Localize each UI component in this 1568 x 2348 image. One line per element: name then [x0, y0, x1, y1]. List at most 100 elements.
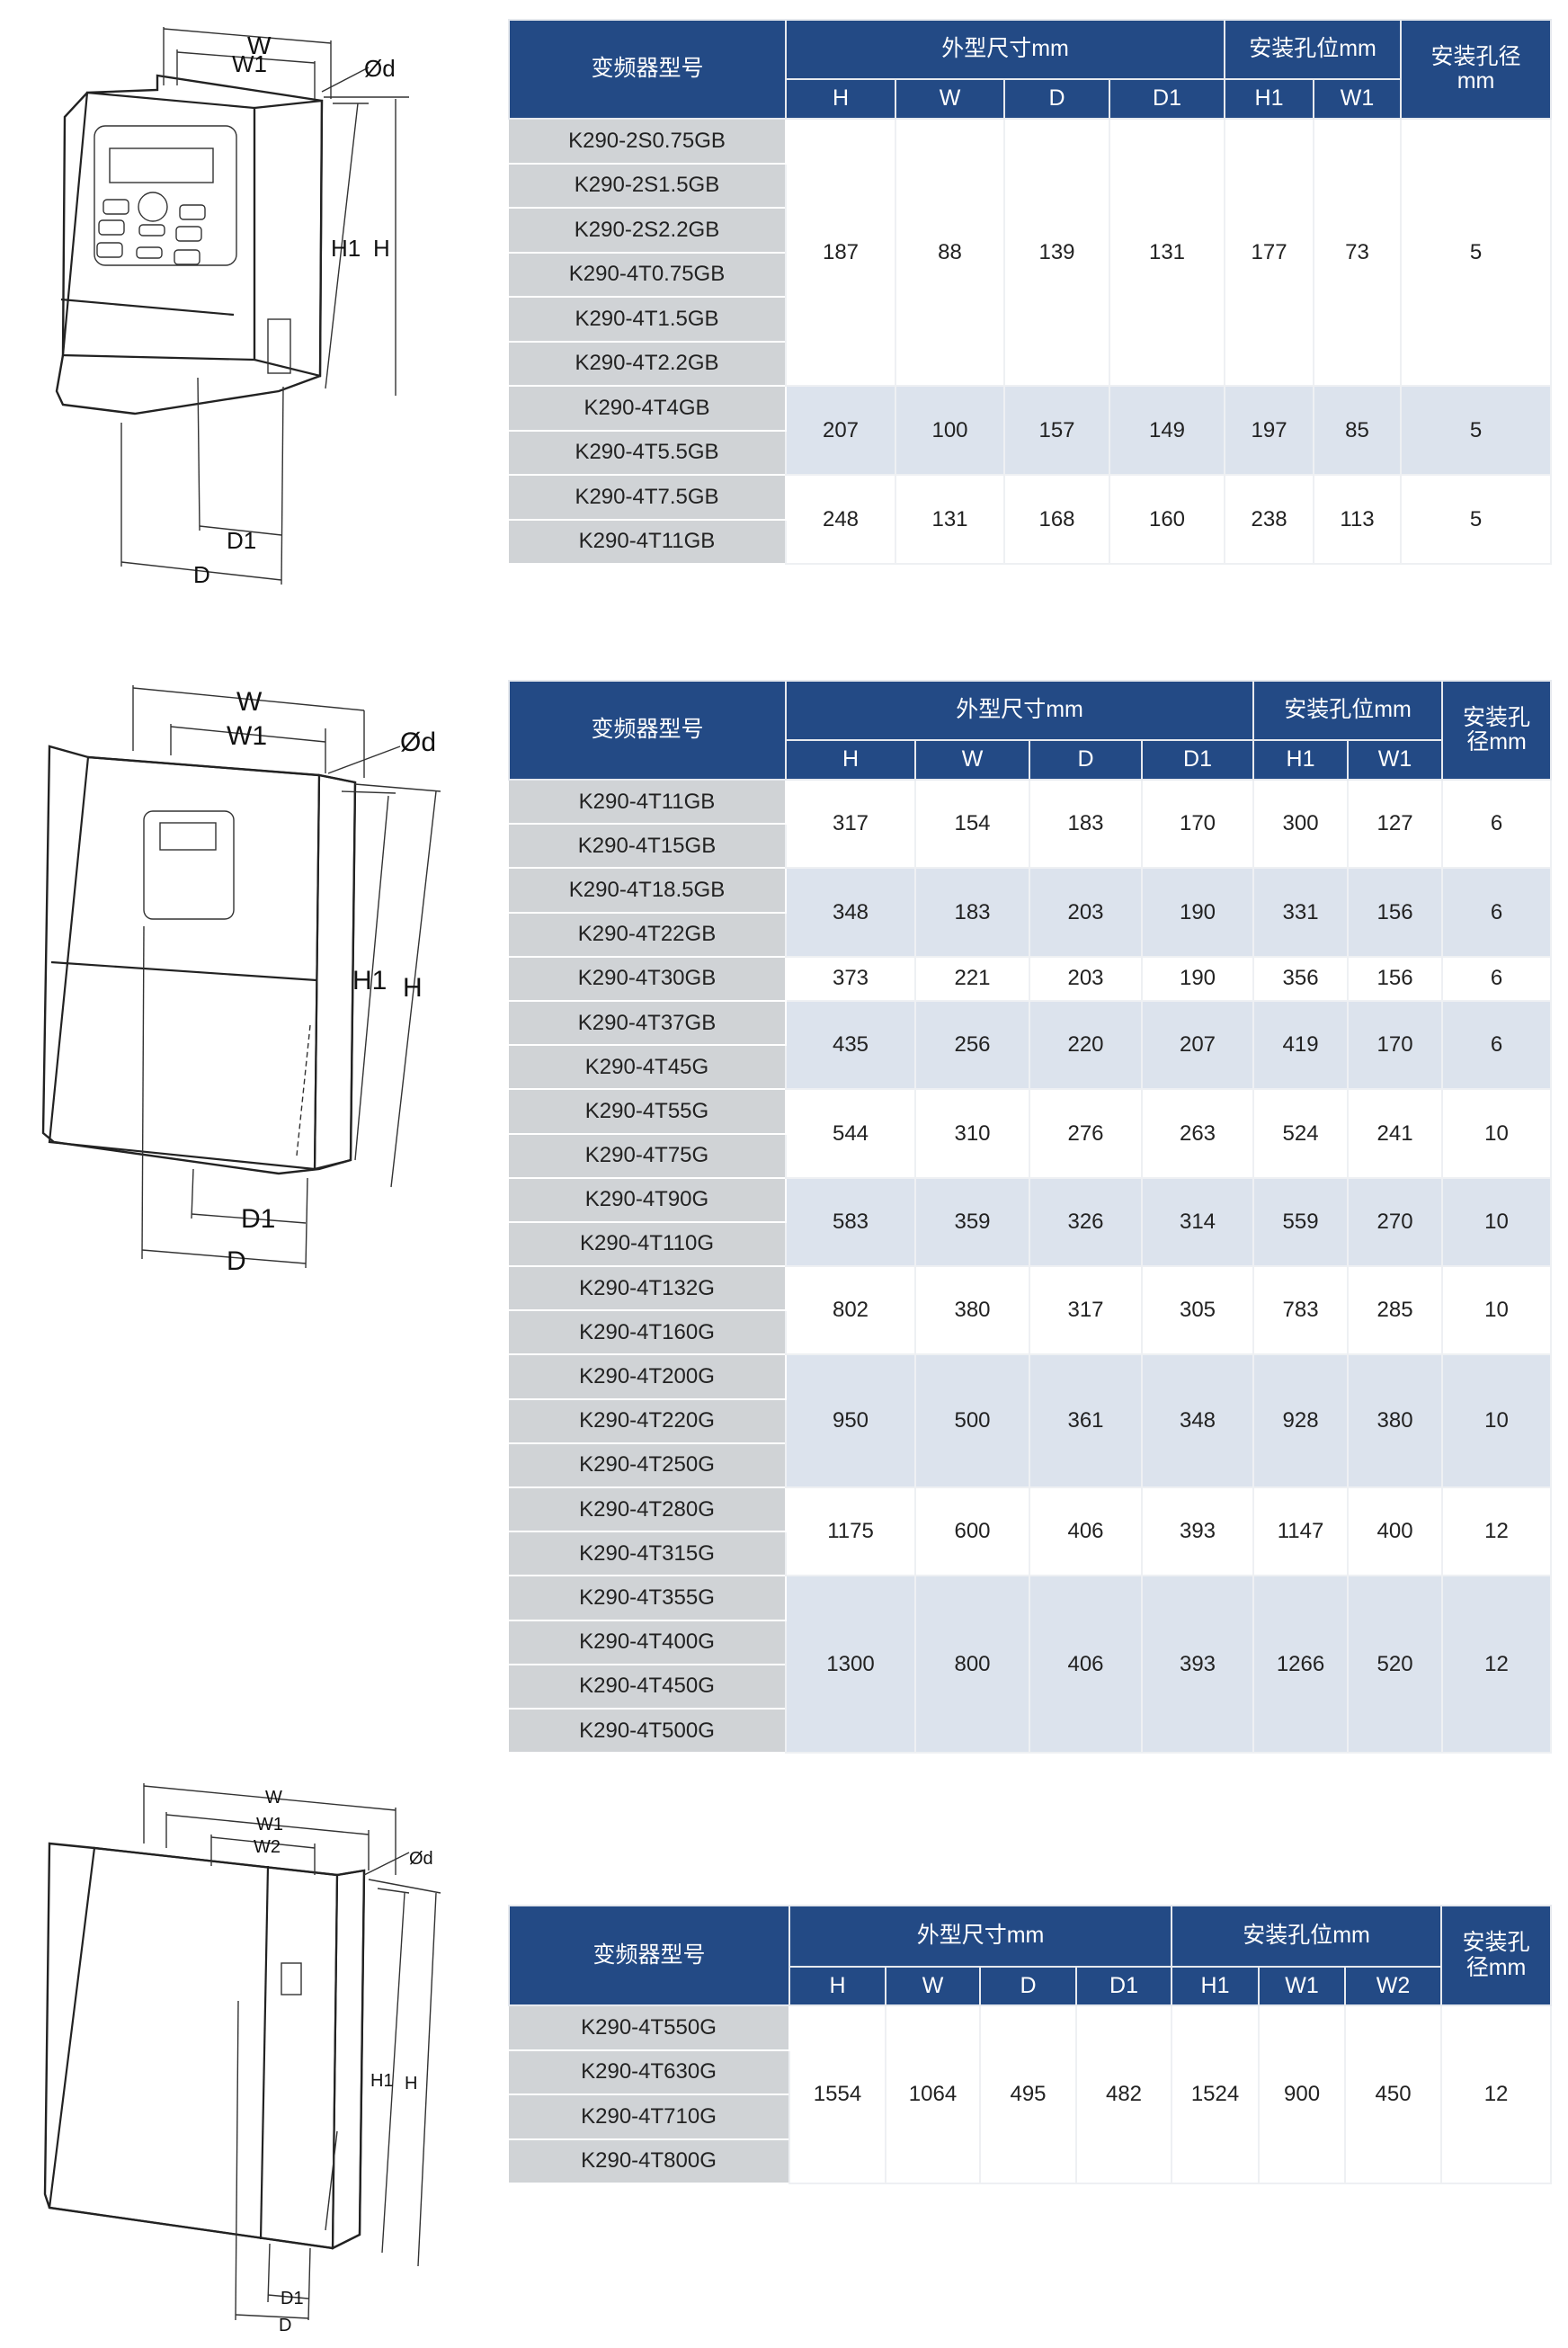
value-cell: 6	[1441, 999, 1553, 1091]
column-header-h1: H1	[1224, 78, 1315, 120]
column-header-w2: W2	[1344, 1966, 1443, 2006]
group-header: 外型尺寸mm	[784, 19, 1226, 80]
value-cell: 5	[1400, 385, 1553, 476]
table-row: K290-4T11GB	[509, 518, 1551, 565]
table-row: K290-4T110G	[509, 1220, 1551, 1268]
value-cell: 285	[1347, 1265, 1444, 1356]
value-cell: 435	[785, 999, 916, 1091]
value-cell: 800	[914, 1575, 1030, 1754]
column-header-w1: W1	[1347, 739, 1444, 781]
value-cell: 10	[1441, 1265, 1553, 1356]
value-cell: 331	[1252, 867, 1350, 958]
value-cell: 241	[1347, 1088, 1444, 1179]
value-cell: 157	[1003, 385, 1110, 476]
value-cell: 380	[1347, 1353, 1444, 1488]
column-header-h: H	[788, 1966, 886, 2006]
model-cell: K290-4T22GB	[509, 911, 787, 958]
model-cell: K290-4T11GB	[509, 778, 787, 826]
model-cell: K290-4T1.5GB	[509, 296, 787, 343]
value-cell: 356	[1252, 955, 1350, 1002]
value-cell: 406	[1029, 1575, 1143, 1754]
column-header-d1: D1	[1074, 1966, 1173, 2006]
value-cell: 419	[1252, 999, 1350, 1091]
value-cell: 400	[1347, 1486, 1444, 1577]
model-cell: K290-4T200G	[509, 1353, 787, 1400]
value-cell: 900	[1258, 2004, 1347, 2184]
value-cell: 190	[1140, 955, 1255, 1002]
value-cell: 5	[1400, 474, 1553, 565]
value-cell: 600	[914, 1486, 1030, 1577]
label-W1: W1	[256, 1815, 283, 1835]
label-H1: H1	[352, 966, 387, 995]
model-cell: K290-4T55G	[509, 1088, 787, 1135]
value-cell: 131	[895, 474, 1005, 565]
table-row: K290-4T45G	[509, 1044, 1551, 1091]
model-cell: K290-4T11GB	[509, 518, 787, 565]
column-header-w1: W1	[1258, 1966, 1347, 2006]
value-cell: 373	[785, 955, 916, 1002]
table-row: K290-4T22GB	[509, 911, 1551, 958]
label-H1: H1	[331, 235, 361, 262]
table-row: K290-4T710G	[509, 2094, 1551, 2140]
model-cell: K290-4T4GB	[509, 385, 787, 432]
value-cell: 500	[914, 1353, 1030, 1488]
value-cell: 190	[1140, 867, 1255, 958]
inverter-drawing-small: W W1 Ød H1 H D1 D	[55, 27, 409, 588]
value-cell: 544	[785, 1088, 916, 1179]
model-cell: K290-4T15GB	[509, 823, 787, 870]
table-row: K290-4T15GB	[509, 823, 1551, 870]
value-cell: 559	[1252, 1176, 1350, 1268]
table-row: K290-4T220G	[509, 1397, 1551, 1444]
model-cell: K290-4T400G	[509, 1619, 787, 1665]
column-header-h: H	[785, 739, 916, 781]
column-header-h1: H1	[1252, 739, 1350, 781]
model-cell: K290-4T500G	[509, 1707, 787, 1754]
model-cell: K290-4T45G	[509, 1044, 787, 1091]
model-header: 变频器型号	[508, 1905, 790, 2006]
table-row: K290-4T2.2GB	[509, 340, 1551, 387]
value-cell: 276	[1029, 1088, 1143, 1179]
table-row: K290-4T315G	[509, 1531, 1551, 1577]
value-cell: 131	[1108, 118, 1226, 387]
table-row: K290-4T5.5GB	[509, 429, 1551, 476]
value-cell: 154	[914, 778, 1030, 870]
value-cell: 1175	[785, 1486, 916, 1577]
label-D1: D1	[227, 527, 256, 554]
column-header-d: D	[1003, 78, 1110, 120]
value-cell: 783	[1252, 1265, 1350, 1356]
label-W1: W1	[227, 721, 267, 751]
value-cell: 1524	[1171, 2004, 1261, 2184]
column-header-w1: W1	[1313, 78, 1403, 120]
value-cell: 314	[1140, 1176, 1255, 1268]
value-cell: 12	[1441, 1486, 1553, 1577]
label-D: D	[279, 2316, 291, 2335]
label-d: Ød	[364, 55, 396, 82]
column-header-d: D	[1029, 739, 1143, 781]
column-header-d1: D1	[1140, 739, 1255, 781]
model-cell: K290-4T0.75GB	[509, 251, 787, 298]
table-row: K290-4T250G	[509, 1442, 1551, 1489]
model-cell: K290-2S0.75GB	[509, 118, 787, 165]
column-header-h: H	[785, 78, 896, 120]
model-cell: K290-2S1.5GB	[509, 162, 787, 209]
model-cell: K290-4T550G	[509, 2004, 790, 2051]
model-cell: K290-4T110G	[509, 1220, 787, 1268]
label-d: Ød	[400, 728, 436, 757]
value-cell: 6	[1441, 955, 1553, 1002]
model-cell: K290-4T90G	[509, 1176, 787, 1223]
value-cell: 524	[1252, 1088, 1350, 1179]
model-cell: K290-4T355G	[509, 1575, 787, 1621]
value-cell: 220	[1029, 999, 1143, 1091]
